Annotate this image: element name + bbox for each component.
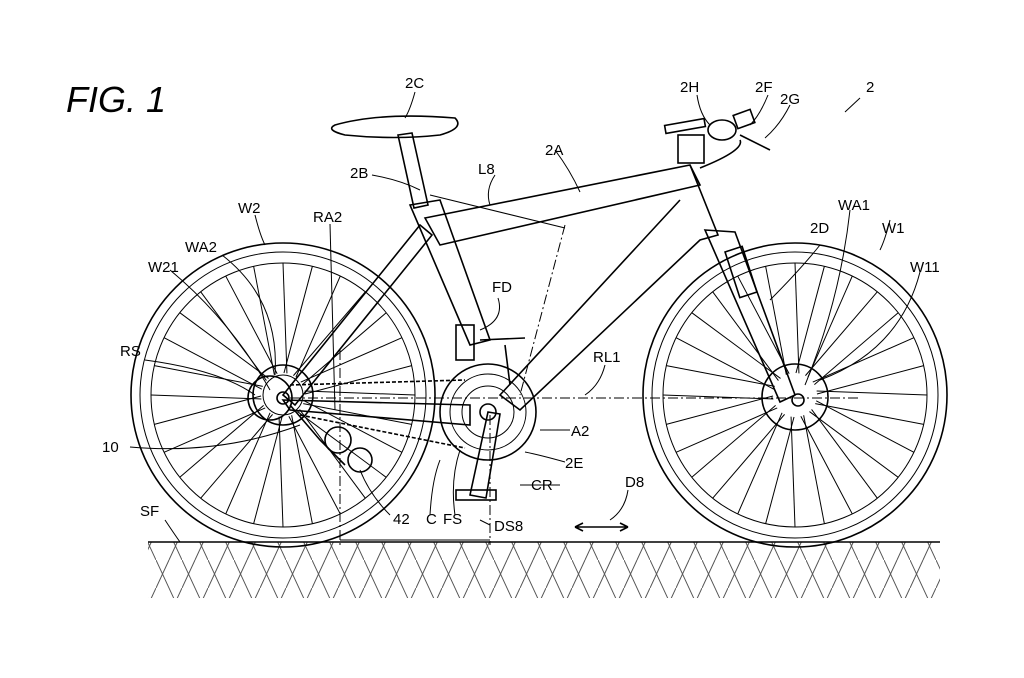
label-2E: 2E — [565, 455, 583, 472]
label-42: 42 — [393, 511, 410, 528]
pedal — [455, 489, 497, 501]
spoke — [300, 337, 403, 383]
spoke — [283, 266, 313, 374]
spoke — [815, 400, 915, 453]
spoke — [253, 266, 275, 375]
spoke — [163, 337, 263, 390]
spoke — [282, 262, 288, 374]
spoke — [302, 312, 387, 385]
spoke — [805, 291, 878, 376]
spoke — [150, 394, 262, 400]
rear-spokes — [150, 262, 416, 528]
spoke — [299, 409, 366, 499]
spoke — [304, 390, 416, 396]
label-2C: 2C — [405, 75, 424, 92]
spoke — [154, 395, 262, 425]
label-DS8: DS8 — [494, 518, 523, 535]
label-SF: SF — [140, 503, 159, 520]
spoke — [790, 416, 796, 528]
spoke — [814, 312, 899, 385]
spoke — [691, 312, 781, 379]
direction-arrow — [574, 522, 629, 532]
spoke — [807, 275, 853, 378]
spoke — [765, 266, 787, 375]
spoke — [291, 415, 313, 524]
spoke — [816, 365, 924, 395]
saddle — [330, 115, 459, 139]
spoke — [303, 403, 412, 425]
label-FS: FS — [443, 511, 462, 528]
spoke — [295, 275, 341, 378]
label-RA2: RA2 — [313, 209, 342, 226]
ground-surface — [148, 541, 940, 598]
handlebar — [663, 108, 771, 169]
leader-lines — [129, 91, 921, 543]
label-W11: W11 — [910, 259, 940, 276]
label-WA1: WA1 — [838, 197, 870, 214]
label-2: 2 — [866, 79, 874, 96]
label-W21: W21 — [148, 259, 179, 276]
label-RS: RS — [120, 343, 141, 360]
spoke — [666, 365, 775, 387]
label-W2: W2 — [238, 200, 261, 217]
label-CR: CR — [531, 477, 553, 494]
spoke — [200, 414, 273, 499]
spoke — [712, 291, 779, 381]
label-L8: L8 — [478, 161, 495, 178]
spoke — [712, 414, 785, 499]
spoke — [811, 409, 878, 499]
label-2A: 2A — [545, 142, 563, 159]
dimension-lines — [339, 194, 629, 545]
drivetrain — [247, 324, 537, 501]
spoke — [812, 337, 915, 383]
spoke — [675, 407, 778, 453]
spoke — [297, 411, 387, 478]
label-10: 10 — [102, 439, 119, 456]
spoke — [154, 365, 263, 387]
spoke — [179, 405, 264, 478]
spoke — [816, 390, 928, 396]
spoke — [800, 415, 853, 515]
crank — [469, 411, 501, 499]
spoke — [225, 275, 278, 375]
spoke — [163, 407, 266, 453]
label-2B: 2B — [350, 165, 368, 182]
spoke — [253, 416, 283, 524]
spoke — [304, 365, 412, 395]
frame — [281, 134, 797, 426]
spoke — [666, 395, 774, 425]
spoke — [293, 291, 366, 376]
spoke — [288, 415, 341, 515]
spoke — [815, 403, 924, 425]
front-derailleur — [455, 324, 475, 361]
label-2H: 2H — [680, 79, 699, 96]
spoke — [737, 412, 783, 515]
spoke — [809, 411, 899, 478]
spoke — [795, 266, 825, 374]
spoke — [803, 415, 825, 524]
spoke — [794, 262, 800, 374]
label-RL1: RL1 — [593, 349, 621, 366]
label-D8: D8 — [625, 474, 644, 491]
spoke — [303, 400, 403, 453]
spoke — [765, 416, 795, 524]
spoke — [691, 405, 776, 478]
figure-title: FIG. 1 — [66, 79, 166, 120]
label-C: C — [426, 511, 437, 528]
pulley — [324, 426, 352, 454]
label-2F: 2F — [755, 79, 773, 96]
label-W1: W1 — [882, 220, 905, 237]
spoke — [278, 416, 284, 528]
label-2G: 2G — [780, 91, 800, 108]
rear-wheel — [130, 242, 436, 548]
seatpost — [330, 115, 459, 209]
spoke — [179, 312, 269, 379]
spoke — [675, 337, 775, 390]
spoke — [225, 412, 271, 515]
label-2D: 2D — [810, 220, 829, 237]
label-WA2: WA2 — [185, 239, 217, 256]
label-FD: FD — [492, 279, 512, 296]
label-A2: A2 — [571, 423, 589, 440]
reference-labels: 2C 2 2H 2F 2G 2A 2B L8 W2 RA2 WA2 W21 WA… — [102, 75, 940, 535]
